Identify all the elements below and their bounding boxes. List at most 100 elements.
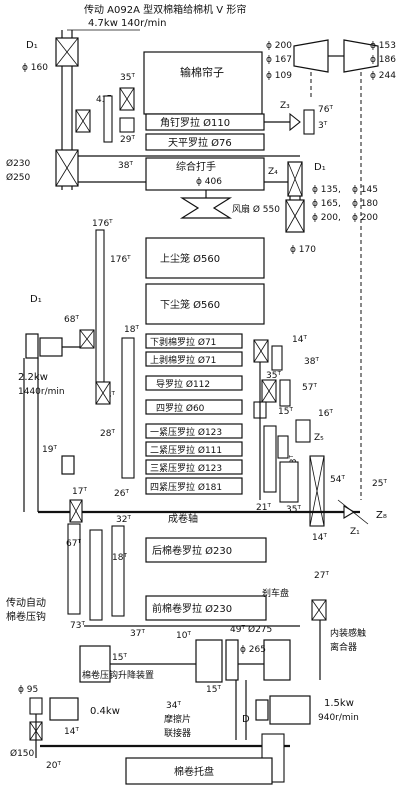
label-roller-spike: 角钉罗拉 Ø110 [160,116,230,129]
label-67t: 67ᵀ [66,539,81,549]
label-roller-press4: 四紧压罗拉 Ø181 [150,481,222,493]
label-d109: ϕ 109 [266,71,292,81]
label-upper-dust: 上尘笼 Ø560 [160,252,220,265]
lap-tray [125,757,273,785]
label-35t-b: 35ᵀ [266,371,281,381]
label-roller-press1: 一紧压罗拉 Ø123 [150,426,222,438]
label-34t: 34ᵀ [166,701,181,711]
label-176t-a: 176ᵀ [92,219,113,229]
gear-stack-press [263,425,277,493]
label-73t: 73ᵀ [70,621,85,631]
label-28t: 28ᵀ [100,429,115,439]
label-roller-guide: 导罗拉 Ø112 [156,378,210,390]
label-18t-a: 18ᵀ [124,325,139,335]
motor-1-5kw [269,695,311,725]
label-18t-b: 18ᵀ [112,553,127,563]
gear-shaft [103,95,113,143]
gear-tower-right [89,529,103,621]
label-14t-b: 14ᵀ [312,533,327,543]
label-lap-press: 棉卷压钩 [6,610,46,623]
label-26t: 26ᵀ [114,489,129,499]
label-57t: 57ᵀ [302,383,317,393]
gear-shaft-18t [121,337,135,479]
label-20t: 20ᵀ [46,761,61,771]
label-lower-dust: 下尘笼 Ø560 [160,298,220,311]
fan [179,197,233,219]
label-roller-press3: 三紧压罗拉 Ø123 [150,462,222,474]
label-d230: Ø230 [6,158,31,169]
label-38t-b: 38ᵀ [304,357,319,367]
box-upper-dust [145,237,265,279]
label-38t-a: 38ᵀ [118,161,133,171]
label-roller-4: 四罗拉 Ø60 [156,402,205,414]
gear-16t [295,419,311,443]
label-D1-mid: D₁ [314,162,326,173]
label-roller-balance: 天平罗拉 Ø76 [168,136,232,149]
pulley-d1-left [25,333,39,359]
motor-top-spec: 4.7kw 140r/min [88,18,166,29]
gear-tower-67t [67,523,81,615]
label-37t: 37ᵀ [130,629,145,639]
label-10t: 10ᵀ [176,631,191,641]
label-14t-c: 14ᵀ [64,727,79,737]
label-curtain: 输棉帘子 [180,65,224,79]
label-d180: ϕ 180 [352,199,378,209]
label-d167: ϕ 167 [266,55,292,65]
gear-19t [61,455,75,475]
box-curtain [143,51,263,115]
motor-0-4kw [49,697,79,721]
box-lower-dust [145,283,265,325]
gear-tower-18t [111,525,125,617]
label-d406: ϕ 406 [196,177,222,187]
label-motor2-speed: 1440r/min [18,387,65,397]
label-17t: 17ᵀ [72,487,87,497]
label-d165: ϕ 165, [312,199,341,209]
label-roller-upper-feed: 上剥棉罗拉 Ø71 [150,354,216,366]
label-D1-top: D₁ [26,40,38,51]
label-roller-lower-feed: 下剥棉罗拉 Ø71 [150,336,216,348]
label-d170: ϕ 170 [290,245,316,255]
label-d265: ϕ 265 [240,645,266,655]
label-d153: ϕ 153 [370,41,396,51]
label-176t-b: 176ᵀ [110,255,131,265]
label-3t: 3ᵀ [318,121,328,131]
label-d275: Ø275 [248,624,272,635]
roller-lower-feed [145,333,243,349]
roller-press3 [145,459,243,475]
label-brake: 刹车盘 [262,587,289,599]
brake-disc [263,639,291,681]
label-lift: 棉卷压钩升降装置 [82,669,154,681]
roller-press2 [145,441,243,457]
label-roller-press2: 二紧压罗拉 Ø111 [150,444,222,456]
label-35t-c: 35ᵀ [286,505,301,515]
gear-57t [279,379,291,407]
label-35t-a: 35ᵀ [120,73,135,83]
label-D1-left: D₁ [30,294,42,305]
label-shaft: 成卷轴 [168,512,198,525]
gear-49t [225,639,239,681]
gear-176t-shaft [95,229,105,383]
label-68t: 68ᵀ [64,315,79,325]
label-d200b: ϕ 200, [312,213,341,223]
label-d200: ϕ 200 [266,41,292,51]
gear-53t [277,435,289,459]
label-auto-drive: 传动自动 [6,596,46,609]
roller-guide [145,375,243,391]
label-d244: ϕ 244 [370,71,396,81]
label-54t: 54ᵀ [330,475,345,485]
label-motor2-power: 2.2kw [18,372,48,383]
label-27t: 27ᵀ [314,571,329,581]
label-19t: 19ᵀ [42,445,57,455]
label-d250: Ø250 [6,172,31,183]
gear-21t [279,461,299,503]
label-z1: Z₁ [350,527,360,537]
label-roller-rear-lap: 后棉卷罗拉 Ø230 [152,544,232,557]
roller-4 [145,399,243,415]
label-15t-a: 15ᵀ [278,407,293,417]
cone-pulley-left [293,39,329,73]
label-beater: 综合打手 [176,160,216,173]
cone-pulley-right [343,39,379,73]
label-fan: 风扇 Ø 550 [232,203,280,215]
roller-front-lap [145,595,267,621]
